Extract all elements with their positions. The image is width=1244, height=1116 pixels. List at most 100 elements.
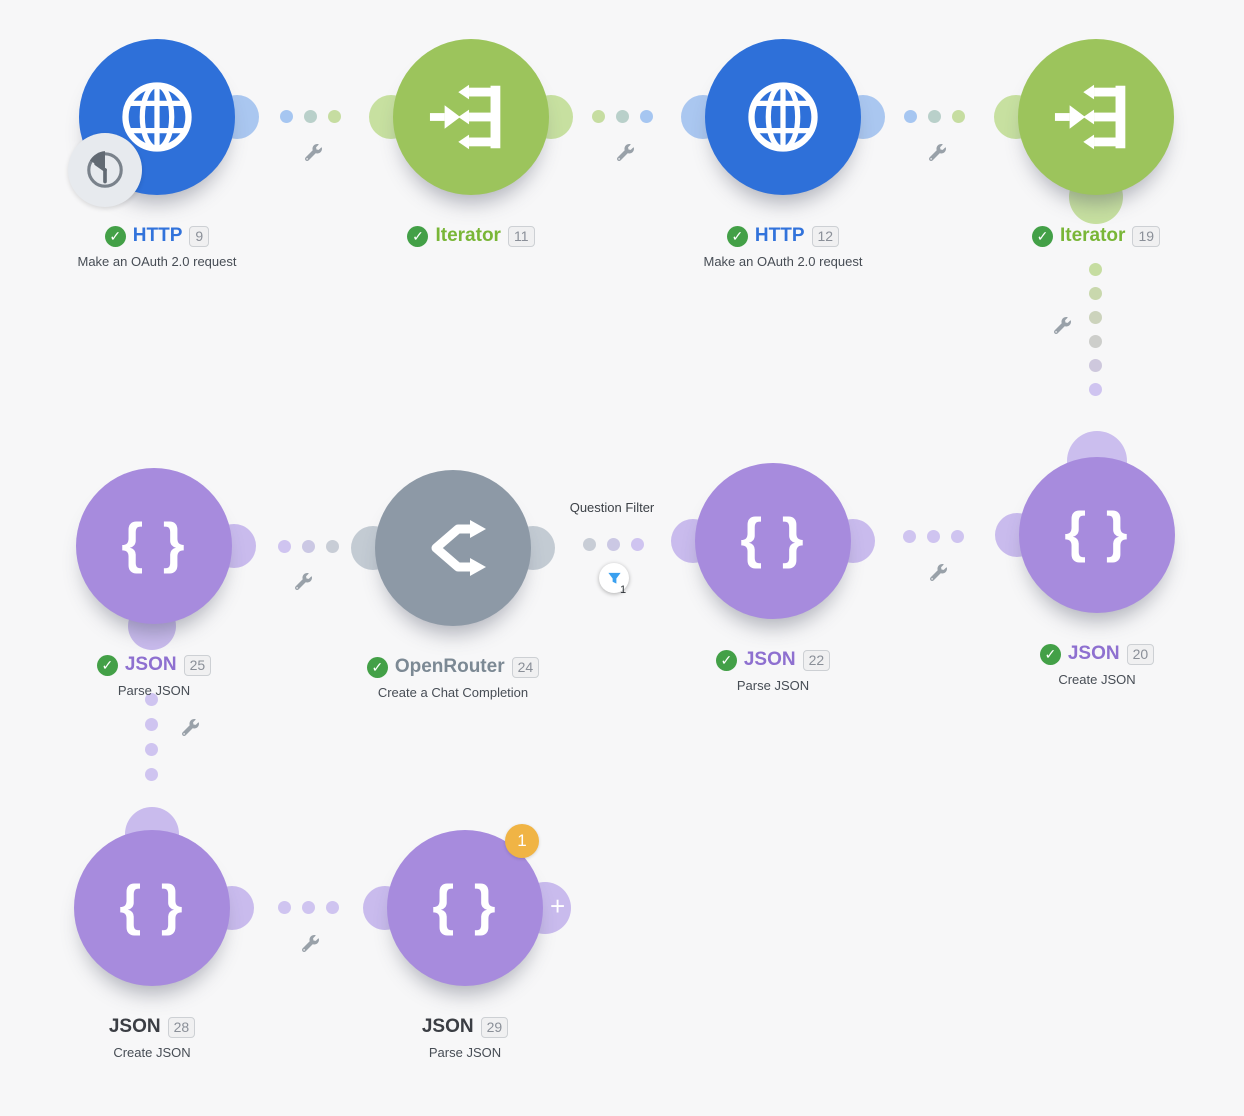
wrench-icon[interactable] <box>305 144 322 161</box>
module-number-badge: 20 <box>1126 643 1155 665</box>
filter-count: 1 <box>620 584 627 596</box>
module-circle[interactable]: { } <box>1019 457 1175 613</box>
module-label-row: ✓ JSON 25 <box>34 654 274 676</box>
module-name: JSON <box>743 649 796 670</box>
wrench-icon[interactable] <box>930 564 947 581</box>
success-check-icon: ✓ <box>366 656 388 678</box>
module-json-29[interactable]: { } JSON 29 Parse JSON <box>345 830 585 1060</box>
module-label-row: JSON 29 <box>345 1016 585 1038</box>
module-name: JSON <box>108 1016 161 1037</box>
module-circle[interactable]: { } <box>74 830 230 986</box>
module-label-row: ✓ JSON 20 <box>977 643 1217 665</box>
connection-dot <box>1089 287 1102 300</box>
connection-dot <box>302 901 315 914</box>
module-circle[interactable]: { } <box>76 468 232 624</box>
connection-dot <box>592 110 605 123</box>
module-subtitle <box>351 254 591 269</box>
success-check-icon: ✓ <box>104 225 126 247</box>
module-json-22[interactable]: { } ✓ JSON 22 Parse JSON <box>653 463 893 693</box>
module-name: Iterator <box>1059 225 1126 246</box>
connection-dot <box>583 538 596 551</box>
module-label-row: ✓ Iterator 19 <box>976 225 1216 247</box>
module-subtitle: Parse JSON <box>428 1045 502 1060</box>
connection-dot <box>278 540 291 553</box>
connection-dot <box>278 901 291 914</box>
module-iterator-11[interactable]: ✓ Iterator 11 <box>351 39 591 269</box>
wrench-icon[interactable] <box>1054 317 1071 334</box>
success-check-icon: ✓ <box>1031 225 1053 247</box>
module-json-28[interactable]: { } JSON 28 Create JSON <box>32 830 272 1060</box>
connection-dot <box>326 540 339 553</box>
module-label-row: JSON 28 <box>32 1016 272 1038</box>
module-subtitle: Create JSON <box>1058 672 1136 687</box>
module-number-badge: 29 <box>480 1016 509 1038</box>
connection-dot <box>1089 311 1102 324</box>
connection-dot <box>328 110 341 123</box>
connection-dot <box>927 530 940 543</box>
module-label-row: ✓ HTTP 9 <box>37 225 277 247</box>
notification-badge: 1 <box>505 824 539 858</box>
wrench-icon[interactable] <box>302 935 319 952</box>
module-name: HTTP <box>754 225 805 246</box>
module-number-badge: 19 <box>1132 225 1161 247</box>
curly-braces-icon: { } <box>1064 499 1130 563</box>
module-number-badge: 11 <box>507 225 535 247</box>
module-name: HTTP <box>132 225 183 246</box>
plus-icon[interactable]: + <box>550 891 566 921</box>
module-circle[interactable] <box>705 39 861 195</box>
connection-dot <box>1089 263 1102 276</box>
connection-dot <box>280 110 293 123</box>
connection-dot <box>145 718 158 731</box>
module-number-badge: 9 <box>189 225 210 247</box>
filter-label: Question Filter <box>569 500 655 515</box>
curly-braces-icon: { } <box>432 872 498 936</box>
module-http-9[interactable]: ✓ HTTP 9 Make an OAuth 2.0 request <box>37 39 277 269</box>
module-number-badge: 28 <box>167 1016 196 1038</box>
module-circle[interactable] <box>1018 39 1174 195</box>
module-label-row: ✓ HTTP 12 <box>663 225 903 247</box>
module-iterator-19[interactable]: ✓ Iterator 19 <box>976 39 1216 269</box>
module-subtitle: Parse JSON <box>736 678 810 693</box>
connection-dot <box>302 540 315 553</box>
module-json-20[interactable]: { } ✓ JSON 20 Create JSON <box>977 457 1217 687</box>
module-json-25[interactable]: { } ✓ JSON 25 Parse JSON <box>34 468 274 698</box>
module-name: JSON <box>421 1016 474 1037</box>
module-subtitle: Create JSON <box>113 1045 191 1060</box>
wrench-icon[interactable] <box>617 144 634 161</box>
module-number-badge: 25 <box>183 654 212 676</box>
module-number-badge: 12 <box>811 225 840 247</box>
module-name: JSON <box>1067 643 1120 664</box>
module-label-row: ✓ OpenRouter 24 <box>333 656 573 678</box>
module-name: JSON <box>124 654 177 675</box>
connection-dot <box>1089 359 1102 372</box>
connection-dot <box>951 530 964 543</box>
module-subtitle: Parse JSON <box>117 683 191 698</box>
connection-dot <box>1089 335 1102 348</box>
module-subtitle: Make an OAuth 2.0 request <box>703 254 863 269</box>
success-check-icon: ✓ <box>96 654 118 676</box>
globe-icon <box>741 75 825 159</box>
module-number-badge: 22 <box>802 649 831 671</box>
success-check-icon: ✓ <box>407 225 429 247</box>
connection-dot <box>904 110 917 123</box>
wrench-icon[interactable] <box>929 144 946 161</box>
module-http-12[interactable]: ✓ HTTP 12 Make an OAuth 2.0 request <box>663 39 903 269</box>
wrench-icon[interactable] <box>295 573 312 590</box>
connection-dot <box>640 110 653 123</box>
schedule-clock-icon[interactable] <box>68 133 142 207</box>
module-name: OpenRouter <box>394 656 505 677</box>
curly-braces-icon: { } <box>119 872 185 936</box>
wrench-icon[interactable] <box>182 719 199 736</box>
module-circle[interactable] <box>393 39 549 195</box>
connection-dot <box>1089 383 1102 396</box>
iterator-icon <box>1053 74 1139 160</box>
module-circle[interactable] <box>375 470 531 626</box>
module-label-row: ✓ Iterator 11 <box>351 225 591 247</box>
success-check-icon: ✓ <box>726 225 748 247</box>
connection-dot <box>607 538 620 551</box>
module-circle[interactable]: { } <box>695 463 851 619</box>
filter-icon[interactable] <box>599 563 629 593</box>
connection-dot <box>616 110 629 123</box>
module-openrouter-24[interactable]: ✓ OpenRouter 24 Create a Chat Completion <box>333 470 573 700</box>
